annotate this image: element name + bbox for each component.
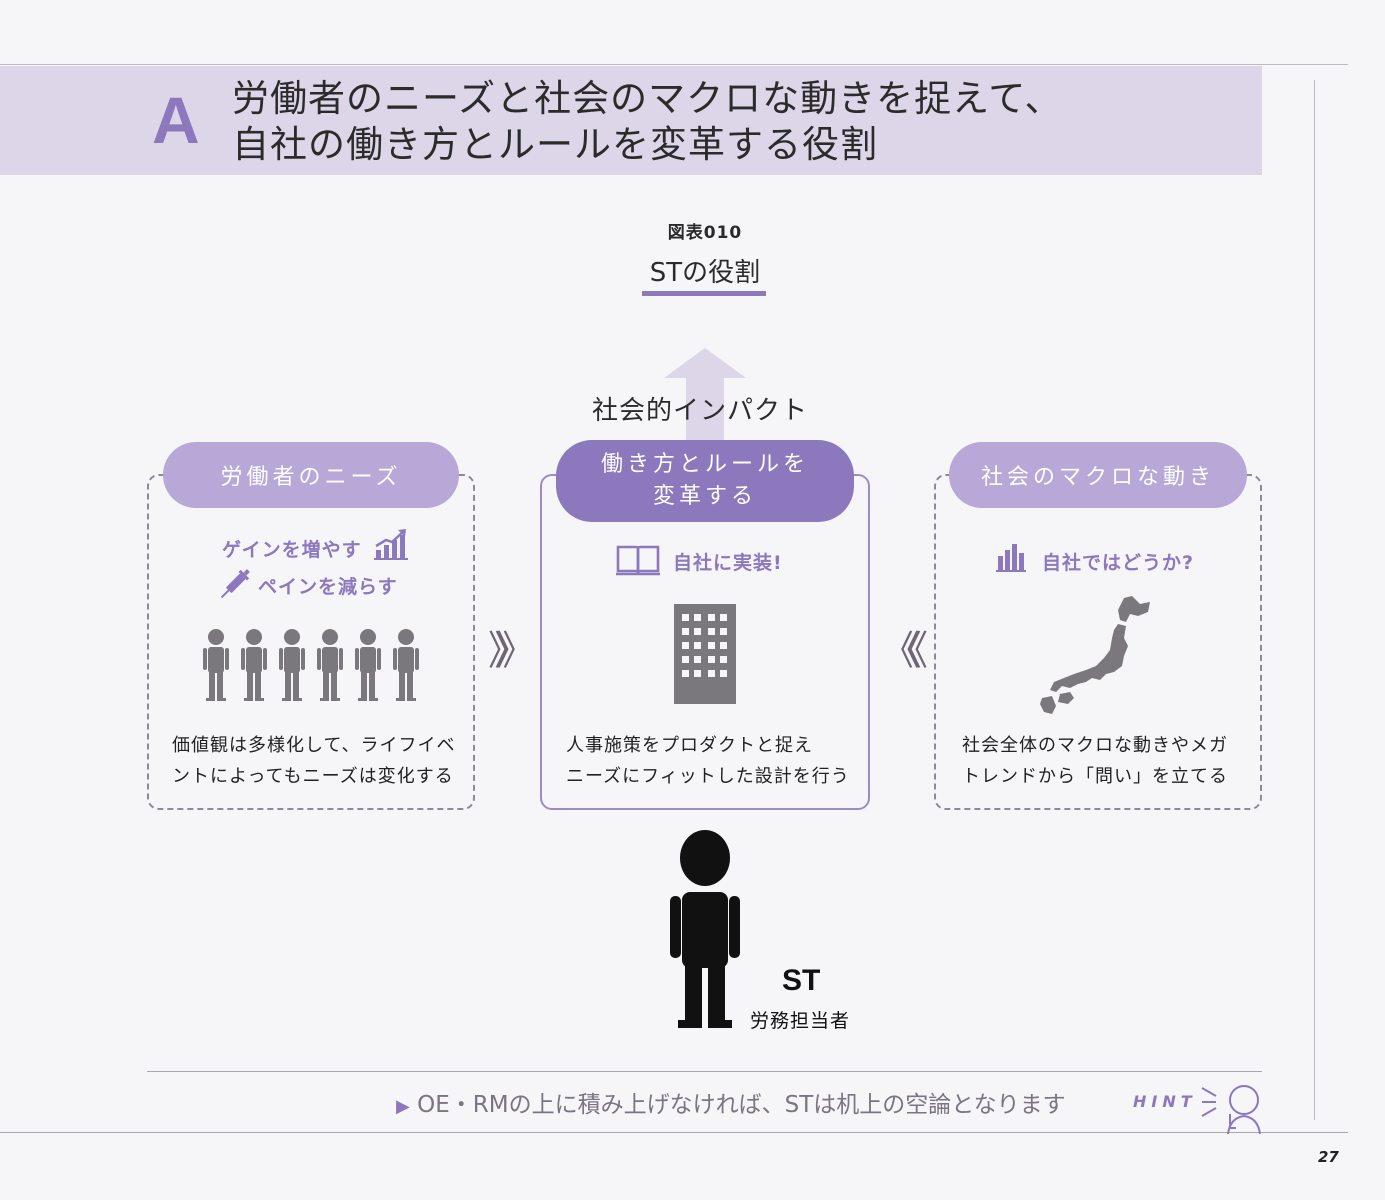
macro-trends-description: 社会全体のマクロな動きやメガ トレンドから「問い」を立てる (962, 730, 1228, 792)
book-icon (616, 545, 660, 576)
transform-pill-line1: 働き方とルールを (600, 452, 809, 477)
hint-text: ▶ OE・RMの上に積み上げなければ、STは机上の空論となります (396, 1085, 1066, 1119)
transform-pill: 働き方とルールを 変革する (556, 440, 854, 522)
implement-tag: 自社に実装! (673, 552, 783, 574)
japan-map-icon (1040, 596, 1150, 714)
bottom-rule (0, 1132, 1348, 1133)
growth-chart-icon (374, 529, 408, 560)
transform-desc-line2: ニーズにフィットした設計を行う (566, 766, 850, 787)
figure-number: 図表010 (667, 223, 743, 243)
section-letter: A (152, 83, 200, 157)
section-title: 労働者のニーズと社会のマクロな動きを捉えて、 自社の働き方とルールを変革する役割 (232, 76, 1062, 168)
hint-sentence: OE・RMの上に積み上げなければ、STは机上の空論となります (417, 1092, 1066, 1118)
person-icon (670, 830, 740, 1028)
chevron-left-icon: 《《 (880, 628, 928, 674)
gain-tag: ゲインを増やす (222, 539, 362, 561)
transform-description: 人事施策をプロダクトと捉え ニーズにフィットした設計を行う (566, 730, 850, 792)
hint-rule (147, 1071, 1262, 1072)
workers-group-icon (203, 629, 419, 701)
play-arrow-icon: ▶ (396, 1096, 410, 1117)
transform-pill-line2: 変革する (652, 484, 757, 509)
transform-desc-line1: 人事施策をプロダクトと捉え (566, 735, 813, 756)
hint-word: HINT (1133, 1092, 1197, 1111)
st-sublabel: 労務担当者 (750, 1010, 851, 1032)
macro-trends-desc-line2: トレンドから「問い」を立てる (962, 766, 1228, 787)
top-rule (0, 64, 1348, 65)
impact-label: 社会的インパクト (592, 396, 809, 426)
section-title-line2: 自社の働き方とルールを変革する役割 (232, 123, 878, 166)
right-rule (1314, 80, 1315, 1120)
figure-title-underline (642, 291, 766, 296)
worker-needs-desc-line2: ントによってもニーズは変化する (172, 766, 454, 787)
page-number: 27 (1318, 1148, 1339, 1166)
worker-needs-pill: 労働者のニーズ (163, 442, 459, 508)
macro-trends-pill: 社会のマクロな動き (949, 442, 1247, 508)
chevron-right-icon: 》》 (488, 628, 536, 674)
pain-tag: ペインを減らす (258, 576, 398, 598)
office-building-icon (674, 604, 736, 704)
figure-title: STの役割 (649, 258, 761, 288)
thinking-person-icon (1201, 1085, 1261, 1134)
bar-chart-icon (996, 544, 1026, 572)
st-label: ST (782, 964, 821, 997)
worker-needs-description: 価値観は多様化して、ライフイベ ントによってもニーズは変化する (172, 730, 456, 792)
up-arrow-icon (664, 348, 746, 444)
section-title-line1: 労働者のニーズと社会のマクロな動きを捉えて、 (232, 77, 1063, 120)
macro-trends-desc-line1: 社会全体のマクロな動きやメガ (962, 735, 1228, 756)
worker-needs-desc-line1: 価値観は多様化して、ライフイベ (172, 735, 456, 756)
question-tag: 自社ではどうか? (1042, 552, 1195, 574)
syringe-icon (220, 569, 250, 599)
header-band (0, 66, 1262, 175)
